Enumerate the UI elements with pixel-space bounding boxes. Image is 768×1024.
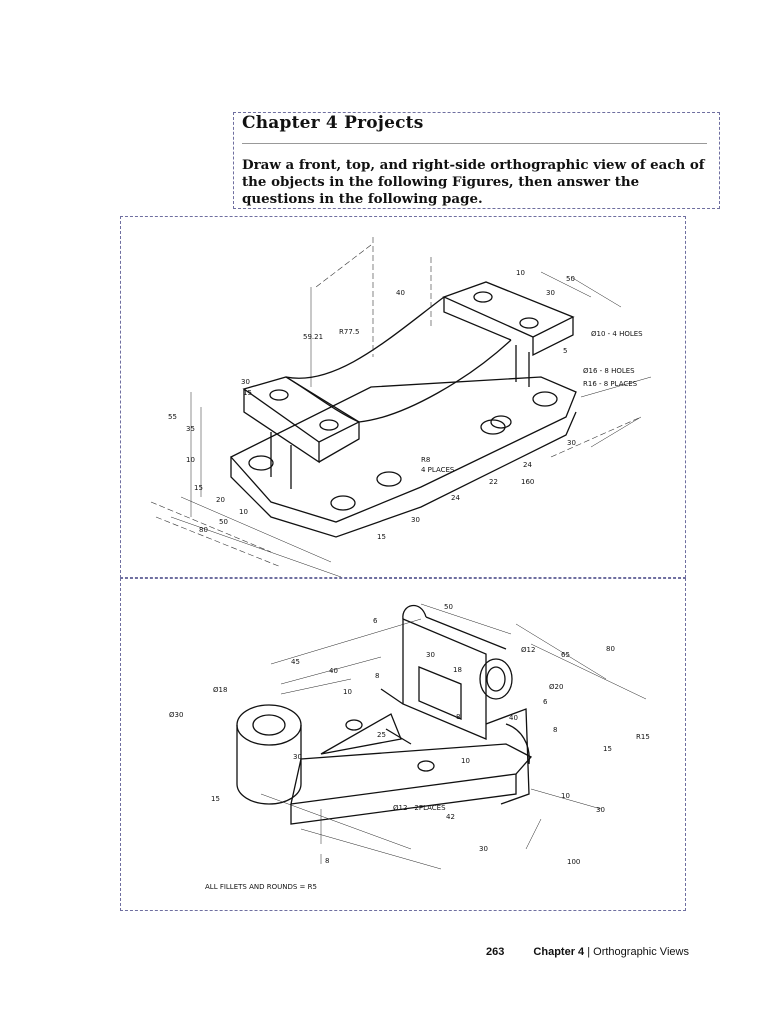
fig1-label-5: R77.5 [339,328,359,336]
fig1-label-26: 80 [199,526,208,534]
fig2-label-24: 10 [561,792,570,800]
fig2-label-2: Ø12 [521,646,535,654]
fig1-label-18: 24 [523,461,532,469]
fig2-label-7: 40 [329,667,338,675]
fig1-label-14: 10 [186,456,195,464]
fig2-label-15: 8 [456,713,460,721]
upright-plate [402,618,487,740]
fig1-label-2: 30 [546,289,555,297]
fig1-label-24: 24 [451,494,460,502]
fig2-label-31: ALL FILLETS AND ROUNDS = R5 [205,883,317,891]
fig2-label-13: 6 [543,698,548,706]
fig1-label-11: 15 [243,389,252,397]
footer-section: Orthographic Views [593,946,689,958]
fig2-label-12: Ø20 [549,683,563,691]
cylinder-top [236,704,302,746]
figure-2-drawing: 50 6 Ø12 65 80 30 45 40 18 Ø18 8 10 Ø20 … [169,603,650,891]
figure-1-frame: 10 50 30 40 59.21 R77.5 Ø10 - 4 HOLES 5 … [120,216,686,578]
page-footer: 263 Chapter 4 | Orthographic Views [486,946,689,958]
fig1-label-19: 22 [489,478,498,486]
fig2-label-27: 30 [596,806,605,814]
fig2-label-1: 6 [373,617,378,625]
fig1-label-10: 30 [241,378,250,386]
fig2-label-20: 30 [293,753,302,761]
fig2-label-8: 18 [453,666,462,674]
fig2-label-0: 50 [444,603,453,611]
saddle-curve-top [285,296,445,379]
fig2-label-10: 8 [375,672,379,680]
fig2-label-17: 8 [553,726,557,734]
fig1-label-0: 10 [516,269,525,277]
footer-separator: | [587,946,591,958]
fig2-label-29: 100 [567,858,580,866]
fig2-label-22: 15 [603,745,612,753]
fig2-label-3: 65 [561,651,570,659]
fig1-label-4: 59.21 [303,333,323,341]
fig1-label-27: 30 [411,516,420,524]
fig1-label-1: 50 [566,275,575,283]
fig1-label-25: 50 [219,518,228,526]
fig1-label-7: 5 [563,347,567,355]
fig2-label-26: 42 [446,813,455,821]
figure-2-frame: 50 6 Ø12 65 80 30 45 40 18 Ø18 8 10 Ø20 … [120,578,686,911]
fig2-label-23: 15 [211,795,220,803]
footer-chapter: Chapter 4 [533,946,585,958]
page-number: 263 [486,946,505,958]
fig2-label-30: 8 [325,857,329,865]
fig2-label-18: 25 [377,731,386,739]
fig1-label-22: 20 [216,496,225,504]
fig1-label-12: 55 [168,413,177,421]
fig2-label-28: 30 [479,845,488,853]
fig1-label-20: 160 [521,478,534,486]
fig1-label-16: 4 PLACES [421,466,455,474]
chapter-title: Chapter 4 Projects [242,113,424,133]
fig2-label-16: 40 [509,714,518,722]
fig2-label-4: 80 [606,645,615,653]
fig2-label-14: Ø30 [169,711,183,719]
fig1-label-23: 10 [239,508,248,516]
fig1-label-15: R8 [421,456,430,464]
fig1-label-21: 15 [194,484,203,492]
fig2-label-25: Ø12 - 2PLACES [393,804,446,812]
fig2-label-9: Ø18 [213,686,227,694]
fig2-label-19: R15 [636,733,650,741]
fig1-label-9: R16 - 8 PLACES [583,380,638,388]
fig2-label-5: 30 [426,651,435,659]
instructions-text: Draw a front, top, and right-side orthog… [242,157,705,207]
fig2-label-11: 10 [343,688,352,696]
fig1-label-8: Ø16 - 8 HOLES [583,367,635,375]
base-plate-outline [229,376,577,523]
chapter-header-box: Chapter 4 Projects Draw a front, top, an… [233,112,720,209]
fig1-label-6: Ø10 - 4 HOLES [591,330,643,338]
title-divider [242,143,707,144]
fig1-label-28: 15 [377,533,386,541]
fig1-label-13: 35 [186,425,195,433]
fig2-label-21: 10 [461,757,470,765]
base-bar [290,743,533,805]
fig1-label-17: 30 [567,439,576,447]
fig1-label-3: 40 [396,289,405,297]
fig2-label-6: 45 [291,658,300,666]
figure-1-drawing: 10 50 30 40 59.21 R77.5 Ø10 - 4 HOLES 5 … [150,237,652,578]
